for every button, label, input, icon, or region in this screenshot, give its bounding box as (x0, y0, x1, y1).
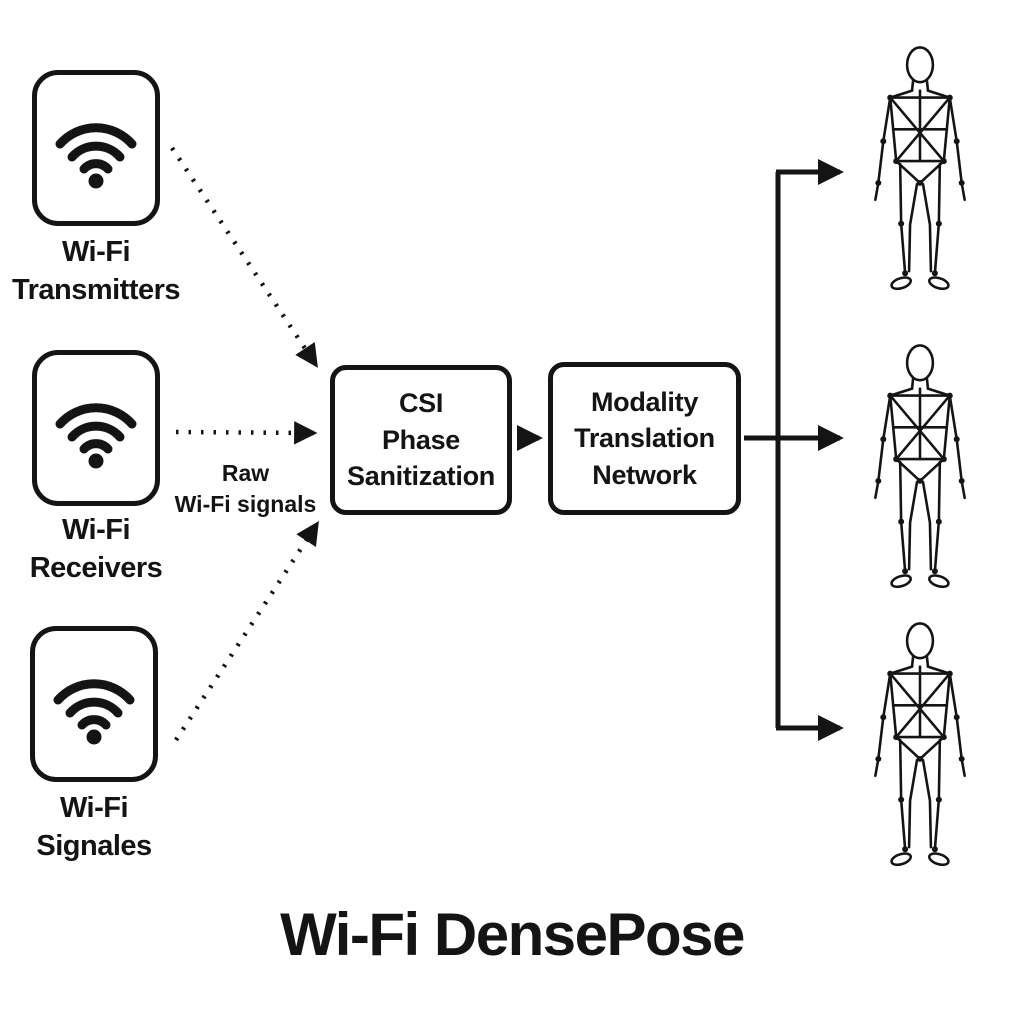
csi-phase-sanitization-box: CSI Phase Sanitization (330, 365, 512, 515)
wifi-receivers-label: Wi-Fi Receivers (29, 514, 163, 584)
modality-translation-network-label: Modality Translation Network (574, 386, 715, 490)
wifi-receivers-box (32, 350, 160, 506)
wifi-transmitters-label: Wi-Fi Transmitters (11, 236, 181, 306)
wifi-signals-label: Wi-Fi Signales (36, 792, 152, 862)
wifi-icon (44, 654, 144, 754)
human-pose-figure-3 (874, 622, 966, 869)
wifi-icon (46, 98, 146, 198)
wifi-icon (46, 378, 146, 478)
diagram-title: Wi-Fi DensePose (280, 901, 745, 968)
human-pose-figure-2 (874, 344, 966, 591)
human-pose-figure-1 (874, 46, 966, 293)
csi-phase-sanitization-label: CSI Phase Sanitization (347, 388, 495, 492)
wifi-signals-box (30, 626, 158, 782)
wifi-transmitters-box (32, 70, 160, 226)
modality-translation-network-box: Modality Translation Network (548, 362, 741, 515)
raw-wifi-signals-annotation: Raw Wi-Fi signals (174, 460, 317, 518)
dotted-arrow-receivers-to-csi (175, 421, 318, 445)
